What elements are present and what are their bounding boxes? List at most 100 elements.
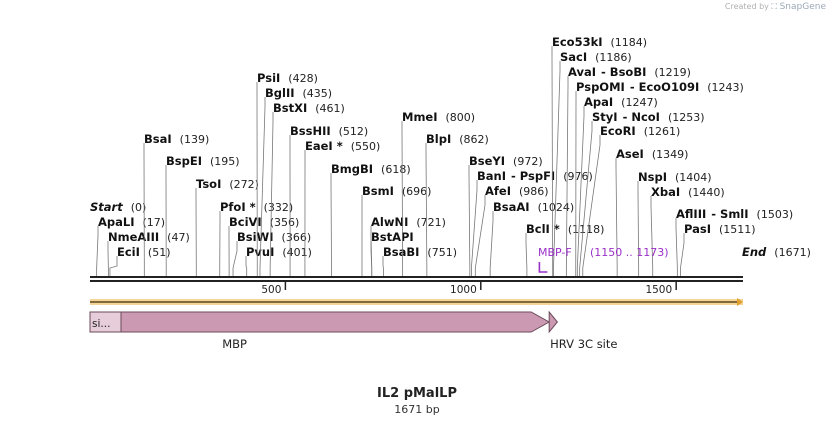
site-position: (696) <box>402 185 432 198</box>
site-bcli[interactable]: BclI *(1118) <box>525 222 604 276</box>
site-position: (1511) <box>719 223 756 236</box>
site-ecii[interactable]: EciI (51) <box>109 245 171 276</box>
site-start[interactable]: Start(0) <box>90 200 146 214</box>
site-position: (17) <box>143 216 166 229</box>
site-bcivi[interactable]: BciVI(356) <box>228 215 300 276</box>
site-bsiwi[interactable]: BsiWI(366) <box>232 230 311 276</box>
site-bsshii[interactable]: BssHII(512) <box>289 124 368 276</box>
site-bspei[interactable]: BspEI(195) <box>165 154 240 276</box>
site-ecori[interactable]: EcoRI(1261) <box>582 124 681 276</box>
site-eaei[interactable]: EaeI *(550) <box>304 139 380 276</box>
site-name: NmeAIII <box>108 230 159 244</box>
site-name: BssHII <box>290 124 331 138</box>
site-name: End <box>742 245 767 259</box>
site-afei[interactable]: AfeI(986) <box>474 184 549 276</box>
site-name: PsiI <box>257 71 280 85</box>
feature-hrv-3c-site[interactable]: HRV 3C site <box>548 310 617 351</box>
site-name: BlpI <box>426 132 451 146</box>
ruler-tick-1500: 1500 <box>645 282 677 296</box>
site-connector <box>489 211 494 276</box>
feature-label: HRV 3C site <box>550 337 617 351</box>
site-name: BsaBI <box>383 245 419 259</box>
site-name-secondary: - NcoI <box>623 110 660 124</box>
site-name: AfeI <box>485 184 511 198</box>
site-avai[interactable]: AvaI - BsoBI (1219) <box>565 65 691 276</box>
site-name: ApaLI <box>98 215 135 229</box>
site-position: (356) <box>270 216 300 229</box>
site-connector <box>637 181 640 276</box>
site-tsoi[interactable]: TsoI(272) <box>195 177 259 276</box>
site-styi[interactable]: StyI- NcoI(1253) <box>579 110 705 276</box>
site-eco53ki[interactable]: Eco53kI(1184) <box>551 35 648 276</box>
site-name-secondary: - BsoBI <box>601 65 646 79</box>
site-nspi[interactable]: NspI(1404) <box>637 170 712 276</box>
site-xbai[interactable]: XbaI(1440) <box>650 185 725 276</box>
site-name: AvaI <box>568 65 596 79</box>
site-position: (1503) <box>757 208 794 221</box>
site-name: PasI <box>684 222 711 236</box>
site-end[interactable]: End(1671) <box>742 245 811 259</box>
ruler-tick-label: 1500 <box>645 284 672 296</box>
site-connector <box>525 233 528 276</box>
site-connector <box>576 106 585 276</box>
site-nmeaiii[interactable]: NmeAIII (47) <box>107 230 190 276</box>
site-position: (47) <box>167 231 190 244</box>
site-afliii[interactable]: AflIII - SmlI (1503) <box>675 207 794 276</box>
site-name: EciI <box>117 245 140 259</box>
ruler-tick-label: 500 <box>261 284 281 296</box>
site-connector <box>232 241 238 276</box>
site-bmgbi[interactable]: BmgBI(618) <box>330 162 411 276</box>
site-name: ApaI <box>584 95 613 109</box>
site-connector <box>680 233 685 276</box>
site-pvui[interactable]: PvuI(401) <box>245 245 312 276</box>
site-bsmi[interactable]: BsmI (696) <box>361 184 432 276</box>
site-position: (51) <box>148 246 171 259</box>
site-name: NspI <box>638 170 667 184</box>
site-connector <box>565 76 569 276</box>
site-bani[interactable]: BanI- PspFI(976) <box>471 169 593 276</box>
site-name: BstAPI <box>371 230 414 244</box>
site-name: SacI <box>560 50 587 64</box>
site-name: AflIII <box>676 207 706 221</box>
site-name: BstXI <box>273 101 307 115</box>
site-psii[interactable]: PsiI(428) <box>256 71 318 276</box>
site-name: AseI <box>616 147 644 161</box>
site-name: BspEI <box>166 154 202 168</box>
site-bstxi[interactable]: BstXI(461) <box>269 101 345 276</box>
site-name-secondary: - SmlI <box>711 207 748 221</box>
sequence-bar <box>90 298 743 306</box>
site-name: EaeI * <box>305 139 343 153</box>
site-apai[interactable]: ApaI (1247) <box>576 95 658 276</box>
site-name: BsmI <box>362 184 394 198</box>
site-mmei[interactable]: MmeI (800) <box>401 110 476 276</box>
site-apali[interactable]: ApaLI (17) <box>96 215 166 276</box>
site-asei[interactable]: AseI(1349) <box>615 147 688 276</box>
primer: MBP-F(1150 .. 1173) <box>538 246 669 273</box>
site-position: (976) <box>563 170 593 183</box>
site-position: (800) <box>446 111 476 124</box>
site-bsai[interactable]: BsaI(139) <box>143 132 209 276</box>
site-name: PfoI * <box>220 200 256 214</box>
site-position: (1243) <box>707 81 744 94</box>
site-name: StyI <box>592 110 618 124</box>
site-name: AlwNI <box>371 215 408 229</box>
feature-mbp[interactable]: si...MBP <box>89 311 551 351</box>
site-alwni[interactable]: AlwNI (721) <box>370 215 446 276</box>
site-position: (1219) <box>654 66 691 79</box>
site-position: (721) <box>416 216 446 229</box>
site-bglii[interactable]: BglII(435) <box>259 86 332 276</box>
site-blpi[interactable]: BlpI(862) <box>425 132 489 276</box>
site-position: (1184) <box>611 36 648 49</box>
primer-mbp-f[interactable]: MBP-F(1150 .. 1173) <box>538 246 669 273</box>
site-bstapi[interactable]: BstAPI <box>370 230 414 276</box>
site-saci[interactable]: SacI(1186) <box>553 50 632 276</box>
site-name: MmeI <box>402 110 438 124</box>
site-pasi[interactable]: PasI (1511) <box>680 222 756 276</box>
site-bsabi[interactable]: BsaBI(751) <box>382 245 457 276</box>
site-position: (1247) <box>621 96 658 109</box>
site-bseyi[interactable]: BseYI(972) <box>468 154 543 276</box>
site-bsaai[interactable]: BsaAI(1024) <box>489 200 574 276</box>
site-connector <box>474 195 486 276</box>
site-name: BsiWI <box>237 230 274 244</box>
site-pspomi[interactable]: PspOMI- EcoO109I(1243) <box>575 80 744 276</box>
